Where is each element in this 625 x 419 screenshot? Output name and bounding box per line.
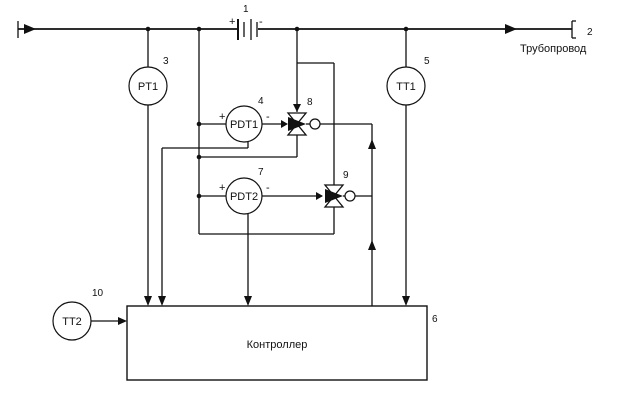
pdt2-minus: - xyxy=(266,182,270,194)
tt2-number: 10 xyxy=(92,288,104,299)
pt1-number: 3 xyxy=(163,56,169,67)
pdt1-output-arrow xyxy=(281,120,288,128)
tt2-signal-arrow xyxy=(118,317,127,325)
battery-minus: - xyxy=(259,16,263,28)
pdt2-plus: + xyxy=(219,182,225,194)
pdt1-plus: + xyxy=(219,111,225,123)
pdt1-minus: - xyxy=(266,111,270,123)
pdt2-signal-arrow xyxy=(244,296,252,306)
controller-box xyxy=(126,305,428,381)
pipeline-inlet-arrow xyxy=(24,24,36,34)
valve9-symbol xyxy=(323,184,356,208)
controller-number: 6 xyxy=(432,314,438,325)
pdt1-label: PDT1 xyxy=(230,119,258,131)
valve8-number: 8 xyxy=(307,97,313,108)
valve8-inlet-arrow xyxy=(293,104,301,112)
pipeline-label: Трубопровод xyxy=(520,43,587,55)
pdt1-number: 4 xyxy=(258,96,264,107)
tt1-signal-arrow xyxy=(402,296,410,306)
battery-number: 1 xyxy=(243,4,249,15)
pt1-signal-arrow xyxy=(144,296,152,306)
pipeline-flow-arrow xyxy=(505,24,517,34)
pdt2-number: 7 xyxy=(258,167,264,178)
battery-symbol xyxy=(237,19,258,40)
pdt1-signal-arrow xyxy=(158,296,166,306)
pdt2-output-arrow xyxy=(316,192,323,200)
controller-label: Контроллер xyxy=(247,339,308,351)
tt1-label: TT1 xyxy=(396,81,416,93)
tt2-label: TT2 xyxy=(62,316,82,328)
valve9-number: 9 xyxy=(343,170,349,181)
pipeline-number: 2 xyxy=(587,27,593,38)
tt1-number: 5 xyxy=(424,56,430,67)
battery-plus: + xyxy=(229,16,235,28)
pdt2-label: PDT2 xyxy=(230,191,258,203)
controller-output-arrow xyxy=(368,240,376,250)
valve8-symbol xyxy=(286,112,321,136)
controller-output-arrow xyxy=(368,139,376,149)
pt1-label: PT1 xyxy=(138,81,158,93)
